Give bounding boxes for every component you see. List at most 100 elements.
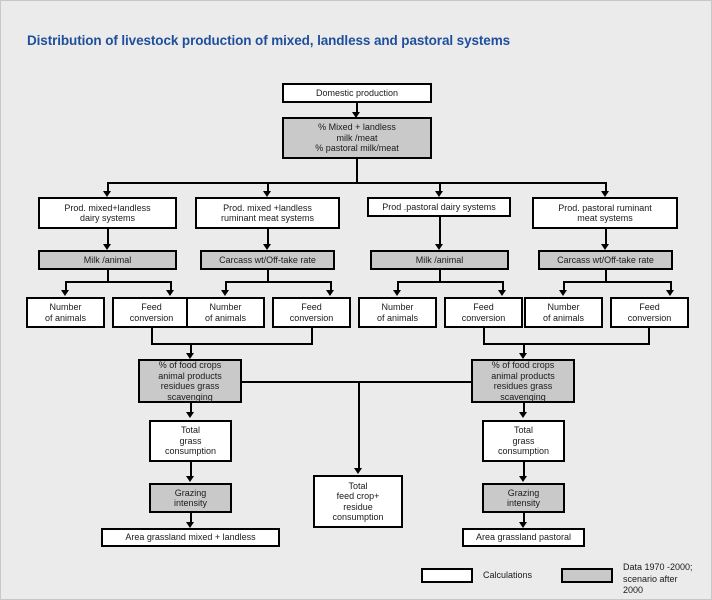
arrow-milk-pastoral-to-number (393, 290, 401, 296)
node-domestic-production: Domestic production (282, 83, 432, 103)
node-carcass-offtake-mixed: Carcass wt/Off-take rate (200, 250, 335, 270)
node-food-crops-mixed-line4: scavenging (167, 391, 213, 402)
arrow-milk-mixed-to-feed (166, 290, 174, 296)
node-prod-mixed-landless-dairy-line1: Prod. mixed+landless (64, 202, 151, 213)
connector-split-drop-1 (107, 182, 109, 194)
arrow-grazing-mixed-to-area (186, 522, 194, 528)
node-carcass-offtake-mixed-label: Carcass wt/Off-take rate (219, 254, 316, 265)
node-area-grassland-mixed-landless: Area grassland mixed + landless (101, 528, 280, 547)
node-prod-mixed-landless-dairy: Prod. mixed+landless dairy systems (38, 197, 177, 229)
node-area-grassland-mixed-landless-label: Area grassland mixed + landless (125, 532, 256, 543)
node-prod-mixed-landless-dairy-line2: dairy systems (79, 213, 135, 223)
connector-carcass-mixed-drop-left (225, 281, 227, 291)
connector-mixed-ruminant-to-carcass (267, 229, 269, 244)
connector-foodcrops-mixed-down (190, 403, 192, 415)
legend-swatch-calculations (421, 568, 473, 583)
node-percent-split-line3: % pastoral milk/meat (315, 143, 399, 154)
node-food-crops-mixed-line3: residues grass (160, 381, 220, 391)
node-prod-mixed-landless-ruminant: Prod. mixed +landless ruminant meat syst… (195, 197, 340, 229)
node-number-of-animals-4-line1: Number (547, 302, 580, 312)
node-number-of-animals-2-line2: of animals (204, 312, 247, 323)
node-food-crops-pastoral-line2: animal products (491, 370, 555, 381)
arrow-carcass-mixed-to-feed (326, 290, 334, 296)
node-total-grass-consumption-pastoral-line1: Total (513, 425, 533, 436)
connector-feed3-down (483, 328, 485, 343)
node-prod-pastoral-ruminant-line1: Prod. pastoral ruminant (558, 202, 652, 213)
connector-milk-pastoral-bus (397, 281, 504, 283)
connector-milk-pastoral-stem (439, 270, 441, 281)
node-domestic-production-label: Domestic production (315, 87, 399, 98)
node-percent-split-line1: % Mixed + landless (318, 122, 396, 133)
node-number-of-animals-4: Number of animals (524, 297, 603, 328)
connector-foodcrops-pastoral-left (347, 381, 471, 383)
connector-milk-mixed-drop-right (170, 281, 172, 291)
connector-split-drop-4 (605, 182, 607, 194)
node-number-of-animals-2-line1: Number (209, 302, 242, 312)
node-carcass-offtake-pastoral-label: Carcass wt/Off-take rate (557, 254, 654, 265)
node-total-feed-crop-consumption-line1: Total (348, 480, 368, 491)
node-grazing-intensity-mixed: Grazing intensity (149, 483, 232, 513)
node-percent-split: % Mixed + landless milk /meat % pastoral… (282, 117, 432, 159)
arrow-pastoral-dairy-to-milk (435, 244, 443, 250)
node-food-crops-pastoral: % of food crops animal products residues… (471, 359, 575, 403)
page-title: Distribution of livestock production of … (27, 33, 511, 48)
connector-right-merge-bus (483, 343, 650, 345)
connector-pastoral-ruminant-to-carcass (605, 229, 607, 244)
connector-left-merge-bus (151, 343, 313, 345)
arrow-grass-pastoral-to-grazing (519, 476, 527, 482)
node-total-feed-crop-consumption-line4: consumption (332, 512, 384, 522)
connector-carcass-pastoral-drop-right (670, 281, 672, 291)
connector-grass-mixed-to-grazing (190, 462, 192, 477)
node-number-of-animals-1-line1: Number (49, 302, 82, 312)
node-total-grass-consumption-mixed-line3: consumption (164, 446, 217, 457)
arrow-carcass-pastoral-to-number (559, 290, 567, 296)
node-food-crops-mixed-line1: % of food crops (158, 360, 222, 370)
legend-label-data-scenario-line1: Data 1970 -2000; (623, 562, 693, 572)
connector-carcass-pastoral-drop-left (563, 281, 565, 291)
node-total-grass-consumption-pastoral-line3: consumption (497, 446, 550, 457)
connector-split-stem (356, 159, 358, 182)
arrow-domestic-to-split (352, 112, 360, 118)
node-area-grassland-pastoral: Area grassland pastoral (462, 528, 585, 547)
node-grazing-intensity-pastoral-line1: Grazing (507, 487, 540, 498)
arrow-central-to-total-feed-crop (354, 468, 362, 474)
connector-carcass-mixed-drop-right (330, 281, 332, 291)
connector-milk-mixed-drop-left (65, 281, 67, 291)
legend: Calculations Data 1970 -2000; scenario a… (421, 559, 693, 595)
node-prod-mixed-landless-ruminant-line1: Prod. mixed +landless (223, 202, 312, 213)
node-total-feed-crop-consumption: Total feed crop+ residue consumption (313, 475, 403, 528)
node-grazing-intensity-pastoral: Grazing intensity (482, 483, 565, 513)
connector-feed2-down (311, 328, 313, 343)
connector-milk-pastoral-drop-left (397, 281, 399, 291)
arrow-split-to-mixed-dairy (103, 191, 111, 197)
legend-swatch-data-scenario (561, 568, 613, 583)
node-total-grass-consumption-mixed-line1: Total (180, 425, 200, 436)
node-feed-conversion-2-line2: conversion (289, 312, 334, 323)
node-total-feed-crop-consumption-line3: residue (343, 501, 373, 512)
arrow-carcass-mixed-to-number (221, 290, 229, 296)
node-grazing-intensity-pastoral-line2: intensity (506, 498, 541, 508)
connector-milk-mixed-stem (107, 270, 109, 281)
connector-carcass-mixed-bus (225, 281, 332, 283)
node-grazing-intensity-mixed-line2: intensity (173, 498, 208, 508)
node-number-of-animals-2: Number of animals (186, 297, 265, 328)
legend-label-data-scenario-line2: scenario after 2000 (623, 574, 678, 595)
legend-label-calculations: Calculations (483, 570, 533, 580)
connector-milk-pastoral-drop-right (502, 281, 504, 291)
connector-feed4-down (648, 328, 650, 343)
node-milk-per-animal-mixed: Milk /animal (38, 250, 177, 270)
node-milk-per-animal-mixed-label: Milk /animal (83, 254, 132, 265)
connector-split-drop-3 (439, 182, 441, 194)
connector-milk-mixed-bus (65, 281, 172, 283)
arrow-grass-mixed-to-grazing (186, 476, 194, 482)
connector-carcass-pastoral-bus (563, 281, 670, 283)
node-total-grass-consumption-pastoral: Total grass consumption (482, 420, 565, 462)
node-feed-conversion-1-line1: Feed (141, 302, 162, 312)
node-number-of-animals-1-line2: of animals (44, 312, 87, 323)
node-total-grass-consumption-mixed: Total grass consumption (149, 420, 232, 462)
node-percent-split-line2: milk /meat (336, 132, 378, 143)
connector-mixed-dairy-to-milk (107, 229, 109, 244)
node-total-grass-consumption-pastoral-line2: grass (512, 435, 535, 446)
connector-feed1-down (151, 328, 153, 343)
node-prod-pastoral-ruminant-line2: meat systems (577, 213, 633, 223)
